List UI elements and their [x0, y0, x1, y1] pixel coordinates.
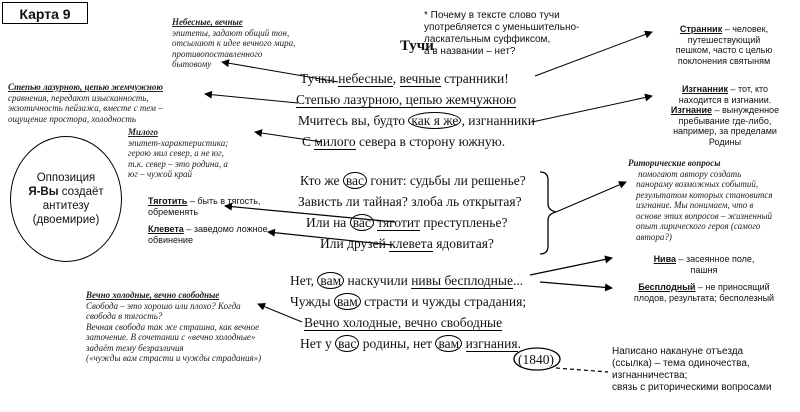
arrow-izgnannik — [531, 93, 653, 123]
def-tyagotit: Тяготить – быть в тягость, обременять — [148, 196, 261, 217]
note-nebesnye: Небесные, вечные эпитеты, задают общий т… — [172, 17, 296, 69]
opposition-oval: Оппозиция Я-Вы создаёт антитезу (двоемир… — [10, 136, 122, 262]
arrow-niva — [529, 255, 613, 276]
poem-year: (1840) — [518, 352, 554, 367]
note-rhetorical: Риторические вопросы помогают автору соз… — [628, 158, 773, 242]
def-kleveta: Клевета – заведомо ложное обвинение — [148, 224, 268, 245]
arrow-strannik — [534, 30, 653, 77]
year-oval — [513, 347, 561, 371]
note-bottom: Написано накануне отъезда (ссылка) – тем… — [612, 346, 772, 393]
dashed-connector — [555, 367, 609, 373]
stanza-1: Тучки небесные, вечные странники! Степью… — [296, 71, 535, 150]
note-stepyu: Степью лазурною, цепью жемчужною сравнен… — [8, 82, 163, 124]
def-niva: Нива – засеянное поле, пашня — [653, 254, 755, 275]
arrow-vechno — [257, 302, 303, 323]
question-note: * Почему в тексте слово тучи употребляет… — [424, 10, 580, 57]
def-strannik: Странник – человек, путешествующий пешко… — [675, 24, 773, 66]
def-izgnannik: Изгнанник – тот, кто находится в изгнани… — [670, 84, 780, 147]
def-besplodny: Бесплодный – не приносящий плодов, резул… — [633, 282, 775, 303]
stanza-2: Кто же вас гонит: судьбы ли решенье? Зав… — [298, 172, 526, 252]
arrow-nebesnye — [221, 59, 339, 83]
arrow-rhetorical — [555, 181, 627, 213]
brace-stanza-2 — [539, 171, 557, 255]
note-milogo: Милого эпитет-характеристика; герою мил … — [128, 127, 229, 179]
note-vechno: Вечно холодные, вечно свободные Свобода … — [86, 290, 262, 363]
arrow-kleveta — [267, 228, 393, 246]
arrow-tyagotit — [224, 202, 396, 223]
card-title: Карта 9 — [2, 2, 88, 24]
arrow-milogo — [254, 129, 323, 143]
poem-title: Тучи — [400, 38, 434, 54]
arrow-stepyu — [204, 90, 299, 104]
stanza-3: Нет, вам наскучили нивы бесплодные... Чу… — [290, 272, 527, 352]
arrow-besplodny — [539, 281, 613, 292]
